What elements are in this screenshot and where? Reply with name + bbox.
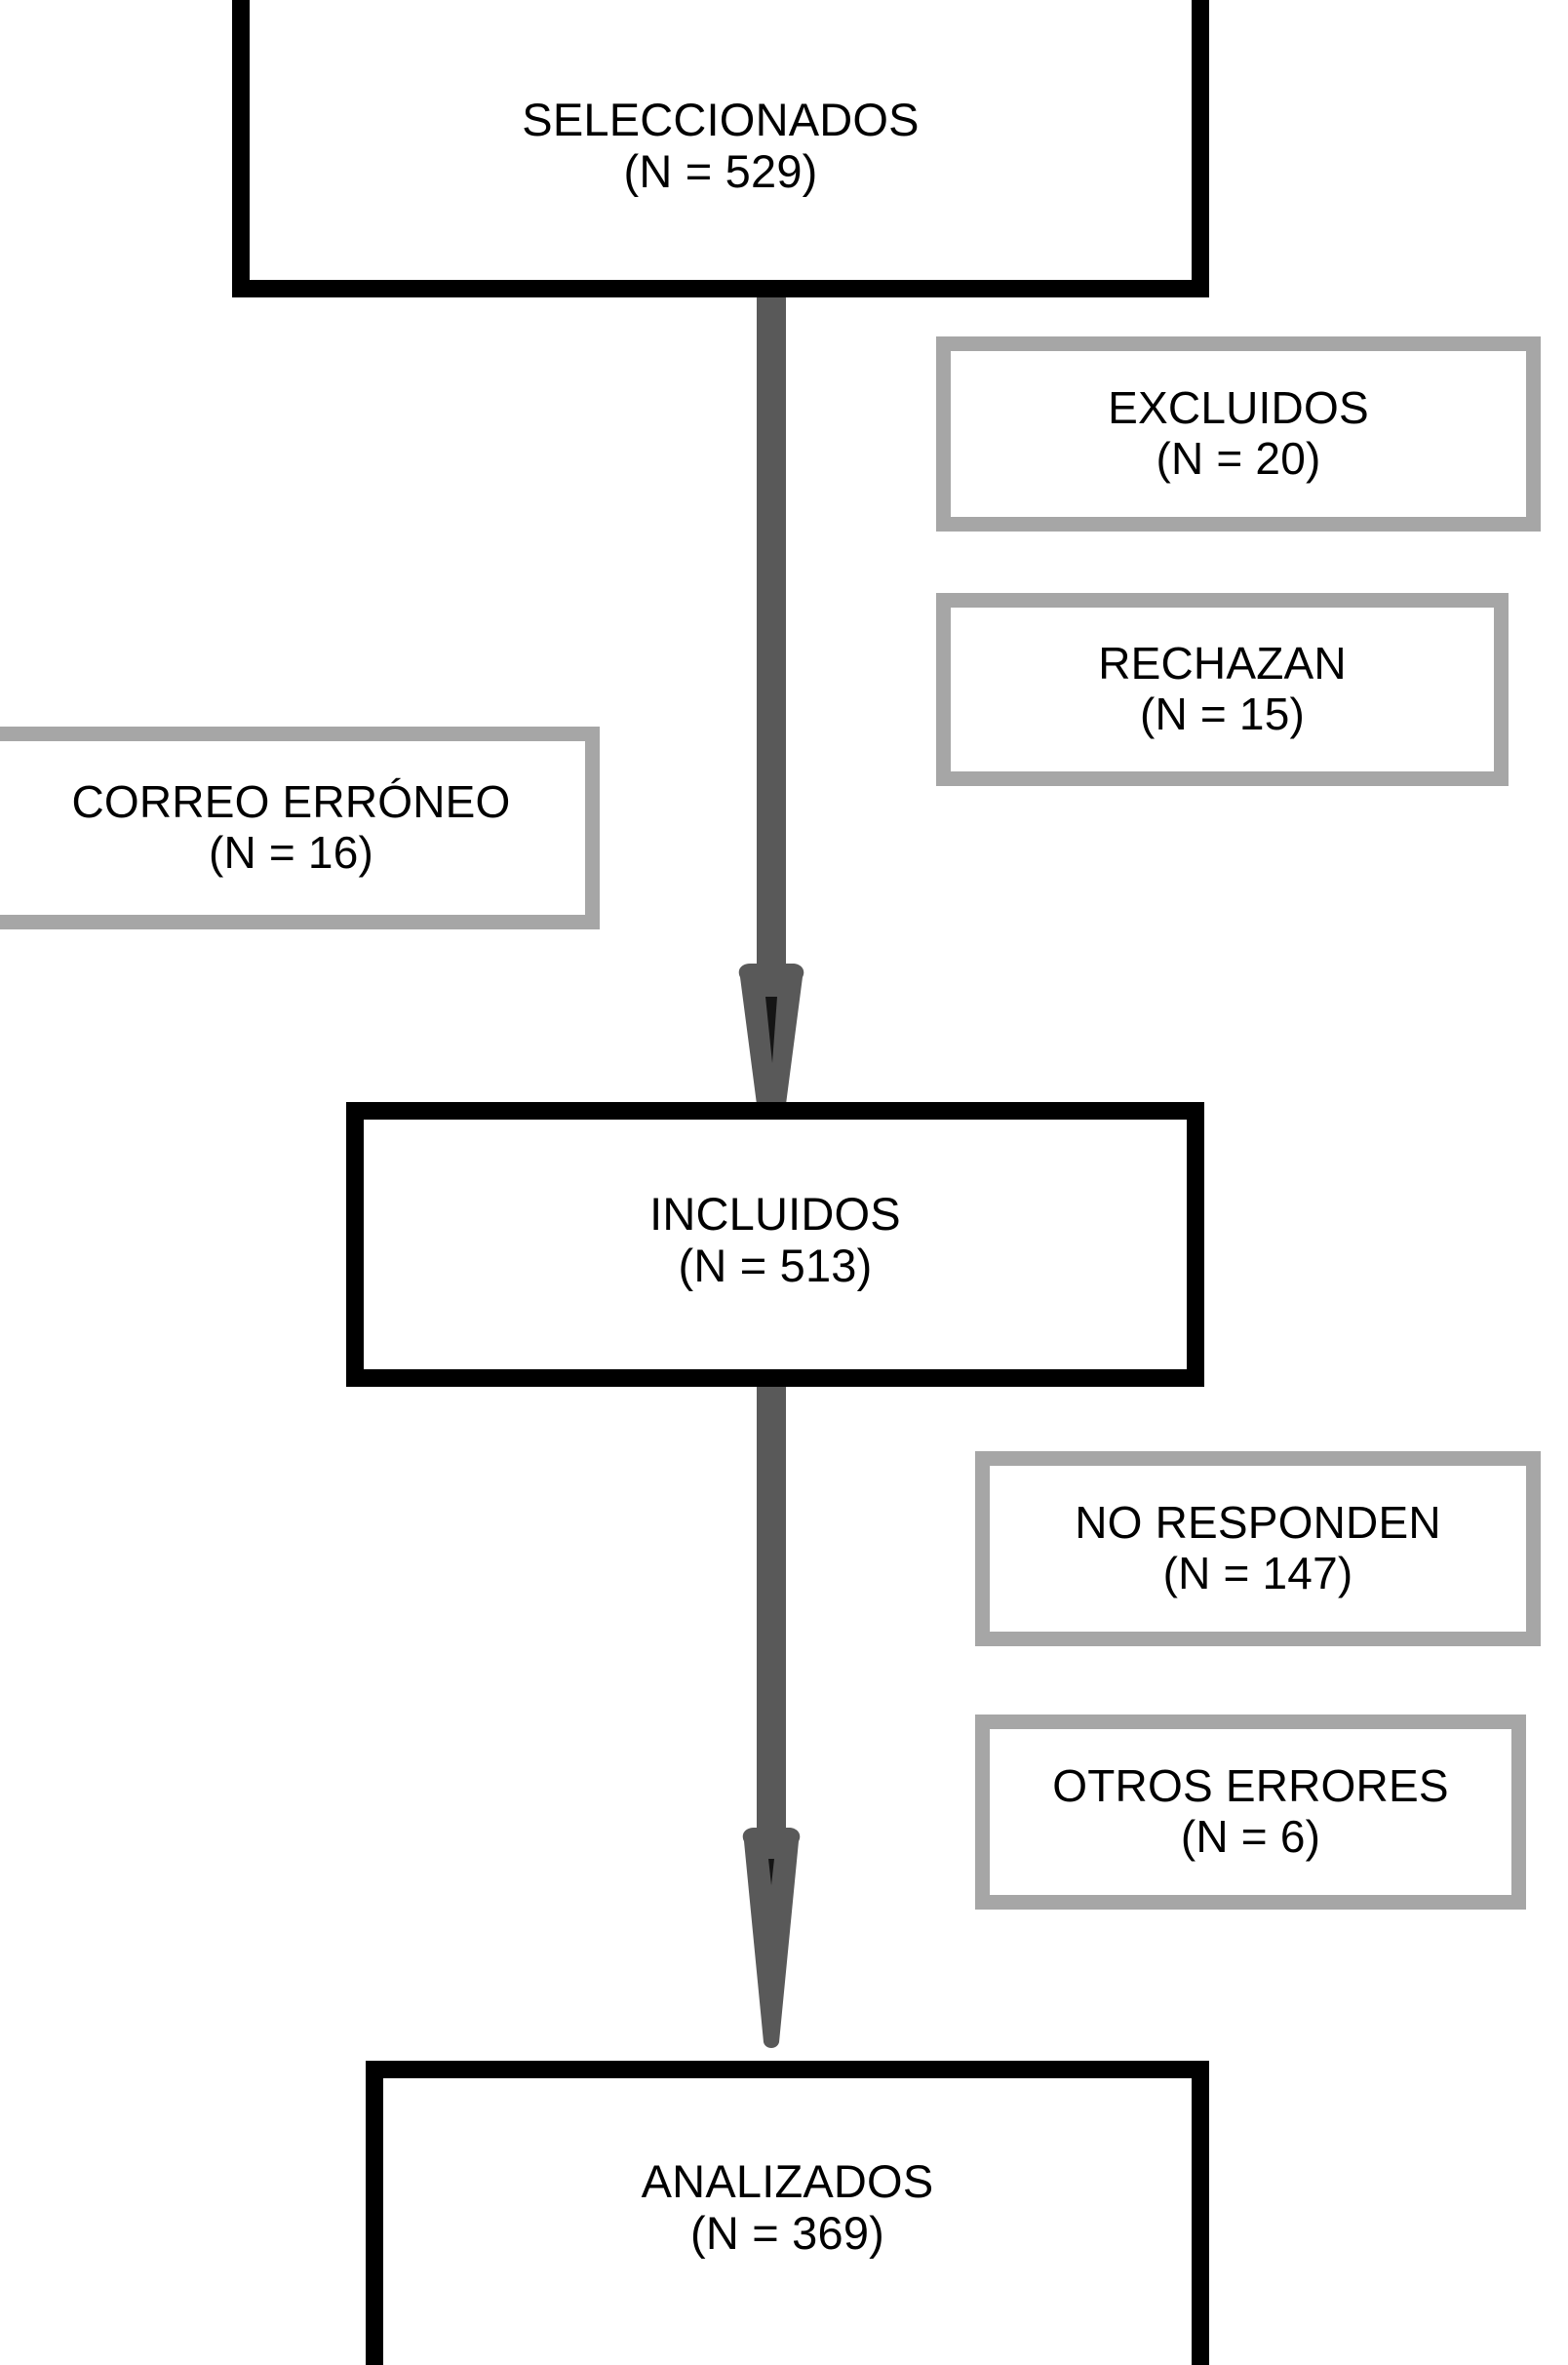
node-correo-erroneo-title: CORREO ERRÓNEO xyxy=(71,776,511,828)
node-incluidos: INCLUIDOS (N = 513) xyxy=(346,1102,1204,1387)
node-rechazan: RECHAZAN (N = 15) xyxy=(936,593,1509,786)
node-seleccionados-count: (N = 529) xyxy=(623,144,818,197)
node-otros-errores-title: OTROS ERRORES xyxy=(1052,1760,1449,1812)
node-otros-errores-label: OTROS ERRORES (N = 6) xyxy=(1052,1761,1448,1862)
node-seleccionados: SELECCIONADOS (N = 529) xyxy=(232,0,1209,297)
node-excluidos-count: (N = 20) xyxy=(1156,433,1321,484)
node-incluidos-label: INCLUIDOS (N = 513) xyxy=(649,1189,901,1291)
arrow-seleccionados-to-incluidos xyxy=(717,284,826,1165)
node-seleccionados-label: SELECCIONADOS (N = 529) xyxy=(522,93,920,197)
node-analizados-count: (N = 369) xyxy=(689,2207,885,2259)
node-no-responden-title: NO RESPONDEN xyxy=(1075,1497,1441,1549)
node-analizados-label: ANALIZADOS (N = 369) xyxy=(642,2156,934,2259)
node-no-responden: NO RESPONDEN (N = 147) xyxy=(975,1451,1541,1646)
node-excluidos-title: EXCLUIDOS xyxy=(1108,382,1369,434)
node-correo-erroneo: CORREO ERRÓNEO (N = 16) xyxy=(0,727,600,929)
node-seleccionados-title: SELECCIONADOS xyxy=(522,93,920,145)
node-no-responden-label: NO RESPONDEN (N = 147) xyxy=(1075,1498,1441,1598)
node-rechazan-label: RECHAZAN (N = 15) xyxy=(1098,639,1347,739)
node-incluidos-count: (N = 513) xyxy=(678,1240,873,1291)
node-rechazan-title: RECHAZAN xyxy=(1098,638,1347,690)
node-correo-erroneo-label: CORREO ERRÓNEO (N = 16) xyxy=(71,777,510,878)
node-excluidos-label: EXCLUIDOS (N = 20) xyxy=(1108,383,1369,484)
node-analizados-title: ANALIZADOS xyxy=(641,2155,934,2208)
node-no-responden-count: (N = 147) xyxy=(1162,1548,1353,1598)
node-incluidos-title: INCLUIDOS xyxy=(649,1188,901,1241)
arrow-incluidos-to-analizados xyxy=(717,1366,826,2058)
node-otros-errores: OTROS ERRORES (N = 6) xyxy=(975,1715,1526,1910)
node-analizados: ANALIZADOS (N = 369) xyxy=(366,2061,1209,2365)
node-otros-errores-count: (N = 6) xyxy=(1180,1811,1321,1862)
node-rechazan-count: (N = 15) xyxy=(1139,689,1306,739)
node-correo-erroneo-count: (N = 16) xyxy=(208,827,374,878)
node-excluidos: EXCLUIDOS (N = 20) xyxy=(936,336,1541,532)
